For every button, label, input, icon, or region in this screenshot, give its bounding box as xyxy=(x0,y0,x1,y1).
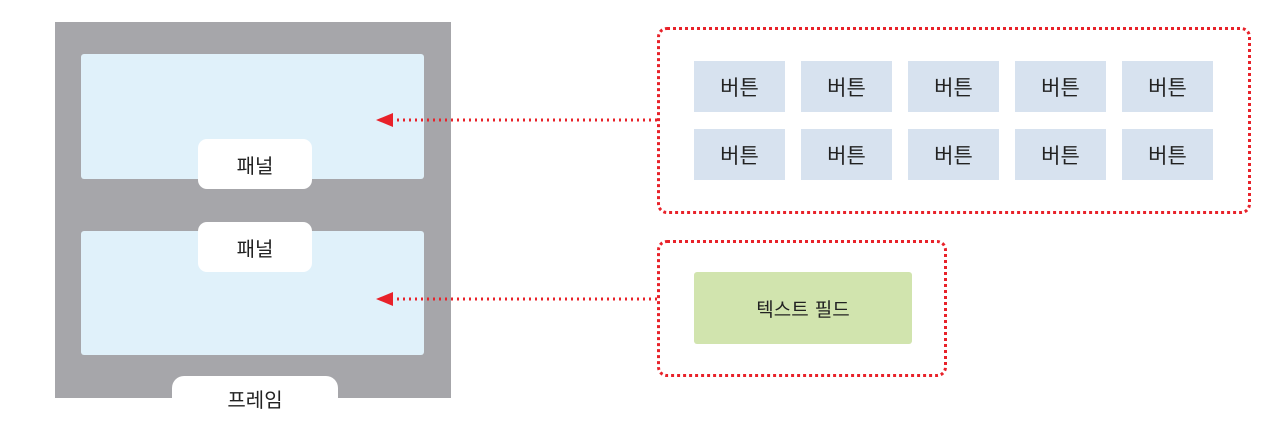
button-9: 버튼 xyxy=(1015,129,1106,180)
text-field: 텍스트 필드 xyxy=(694,272,912,344)
arrow-buttons-to-top-panel xyxy=(376,113,657,127)
button-group-outline xyxy=(657,27,1251,214)
text-field-group-outline xyxy=(657,240,947,377)
button-1: 버튼 xyxy=(694,61,785,112)
button-3: 버튼 xyxy=(908,61,999,112)
frame-label: 프레임 xyxy=(172,376,338,422)
button-8: 버튼 xyxy=(908,129,999,180)
button-10: 버튼 xyxy=(1122,129,1213,180)
button-2: 버튼 xyxy=(801,61,892,112)
button-7: 버튼 xyxy=(801,129,892,180)
button-5: 버튼 xyxy=(1122,61,1213,112)
arrow-text-field-to-bottom-panel xyxy=(376,292,657,306)
button-4: 버튼 xyxy=(1015,61,1106,112)
button-6: 버튼 xyxy=(694,129,785,180)
panel-top-label: 패널 xyxy=(198,139,312,189)
panel-bottom-label: 패널 xyxy=(198,222,312,272)
